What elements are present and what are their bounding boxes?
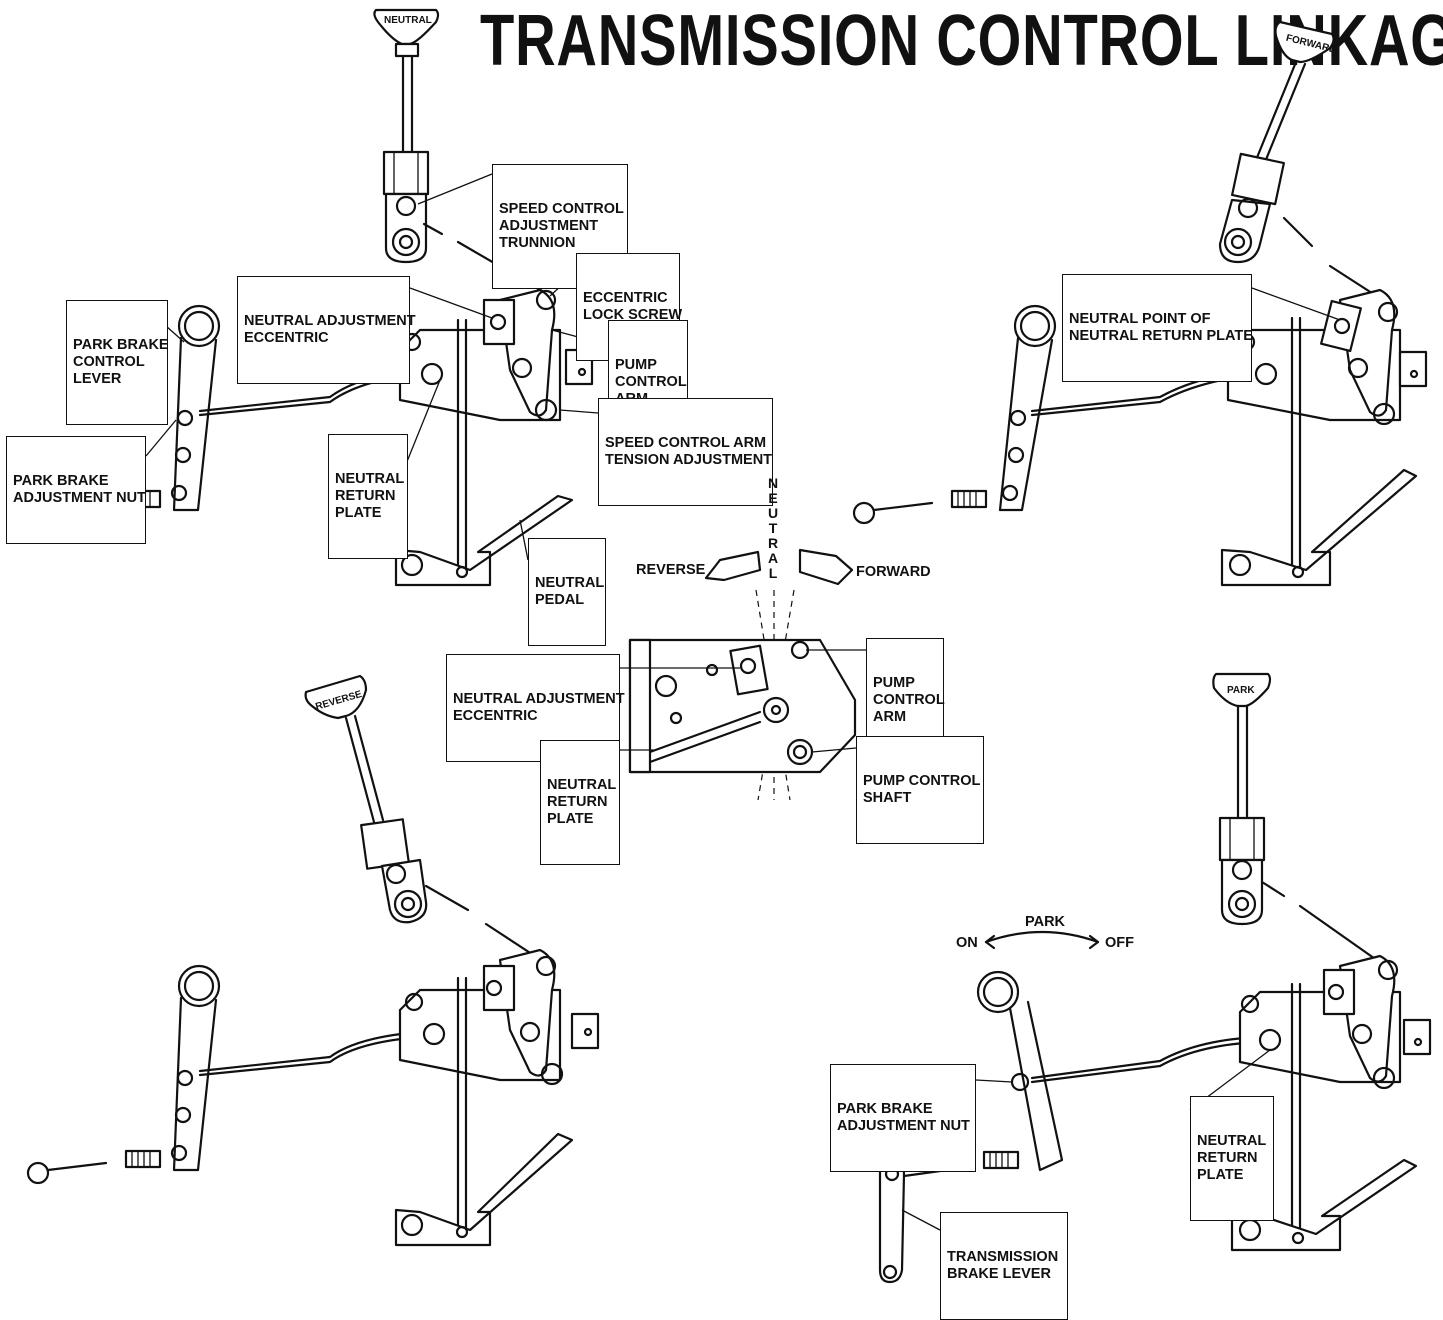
diagram-stage: TRANSMISSION CONTROL LINKAGE NEUTRAL	[6, 5, 1443, 1320]
park-off-label: OFF	[1105, 935, 1134, 951]
view-reverse: REVERSE	[26, 674, 600, 1247]
neutral-vertical-label: N E U T R A L	[767, 475, 779, 581]
park-on-off-arrow	[984, 930, 1100, 944]
view-center-pump	[628, 548, 857, 801]
park-indicator-label: PARK	[1025, 914, 1066, 930]
linkage-drawing: NEUTRAL	[26, 8, 1432, 1284]
shift-knob-reverse	[304, 674, 368, 720]
reverse-label: REVERSE	[636, 562, 706, 578]
shift-knob-forward	[1274, 20, 1335, 64]
knob-label-park: PARK	[1227, 685, 1255, 696]
view-forward: FORWARD	[852, 20, 1428, 587]
park-on-label: ON	[956, 935, 978, 951]
view-neutral: NEUTRAL	[26, 8, 594, 587]
leader-lines	[145, 173, 1341, 1231]
forward-label: FORWARD	[856, 564, 931, 580]
reverse-arrow	[704, 550, 762, 582]
knob-label-neutral: NEUTRAL	[384, 15, 432, 26]
forward-arrow	[798, 548, 854, 586]
